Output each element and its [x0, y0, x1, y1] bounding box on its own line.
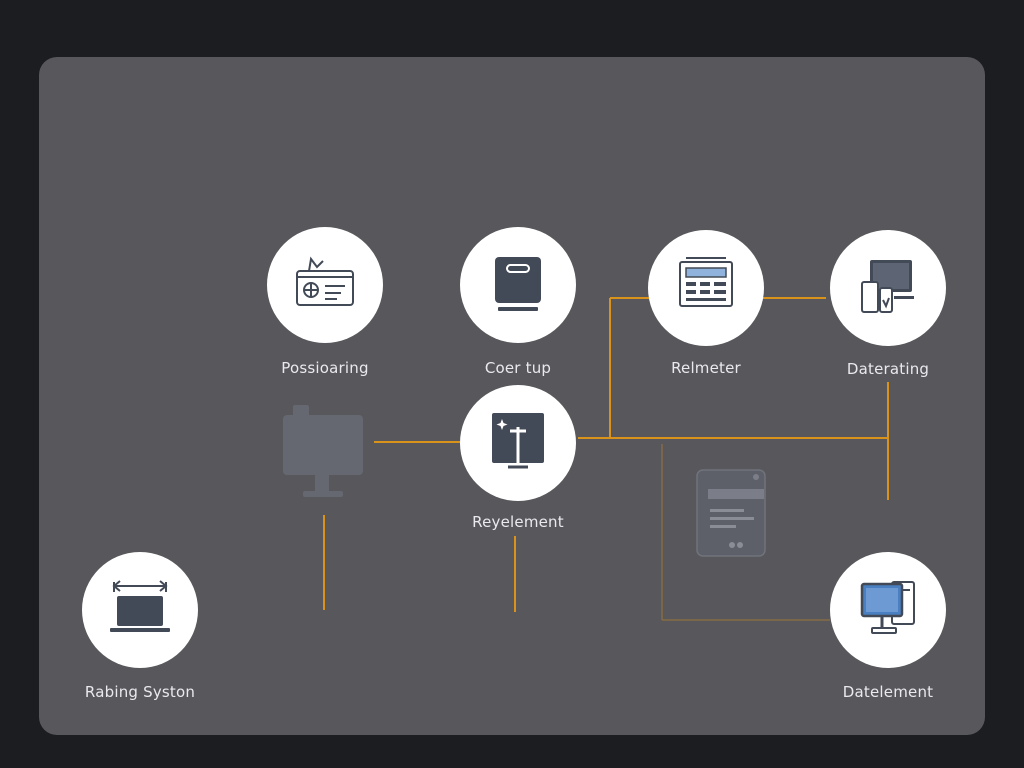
- device-box-icon: [495, 257, 541, 311]
- node-rabing-syston[interactable]: [82, 552, 198, 668]
- label-reyelement: Reyelement: [472, 513, 564, 531]
- label-datelement: Datelement: [842, 683, 934, 701]
- faded-monitor-icon: [283, 405, 363, 497]
- node-reyelement[interactable]: [460, 385, 576, 501]
- label-relmeter: Relmeter: [671, 359, 741, 377]
- node-coer-tup[interactable]: [460, 227, 576, 343]
- node-daterating[interactable]: [830, 230, 946, 346]
- label-possioaring: Possioaring: [281, 359, 369, 377]
- tablet-pin-icon: [492, 413, 544, 469]
- monitor-devices-icon: [861, 260, 914, 313]
- document-form-icon: [679, 257, 733, 307]
- faded-card-icon: [696, 469, 766, 557]
- node-relmeter[interactable]: [648, 230, 764, 346]
- desktop-computer-icon: [860, 581, 915, 634]
- label-daterating: Daterating: [846, 360, 930, 378]
- node-possioaring[interactable]: [267, 227, 383, 343]
- node-datelement[interactable]: [830, 552, 946, 668]
- label-rabing-syston: Rabing Syston: [84, 683, 196, 701]
- id-card-icon: [296, 256, 354, 306]
- label-coer-tup: Coer tup: [484, 359, 552, 377]
- laptop-resize-icon: [110, 580, 170, 632]
